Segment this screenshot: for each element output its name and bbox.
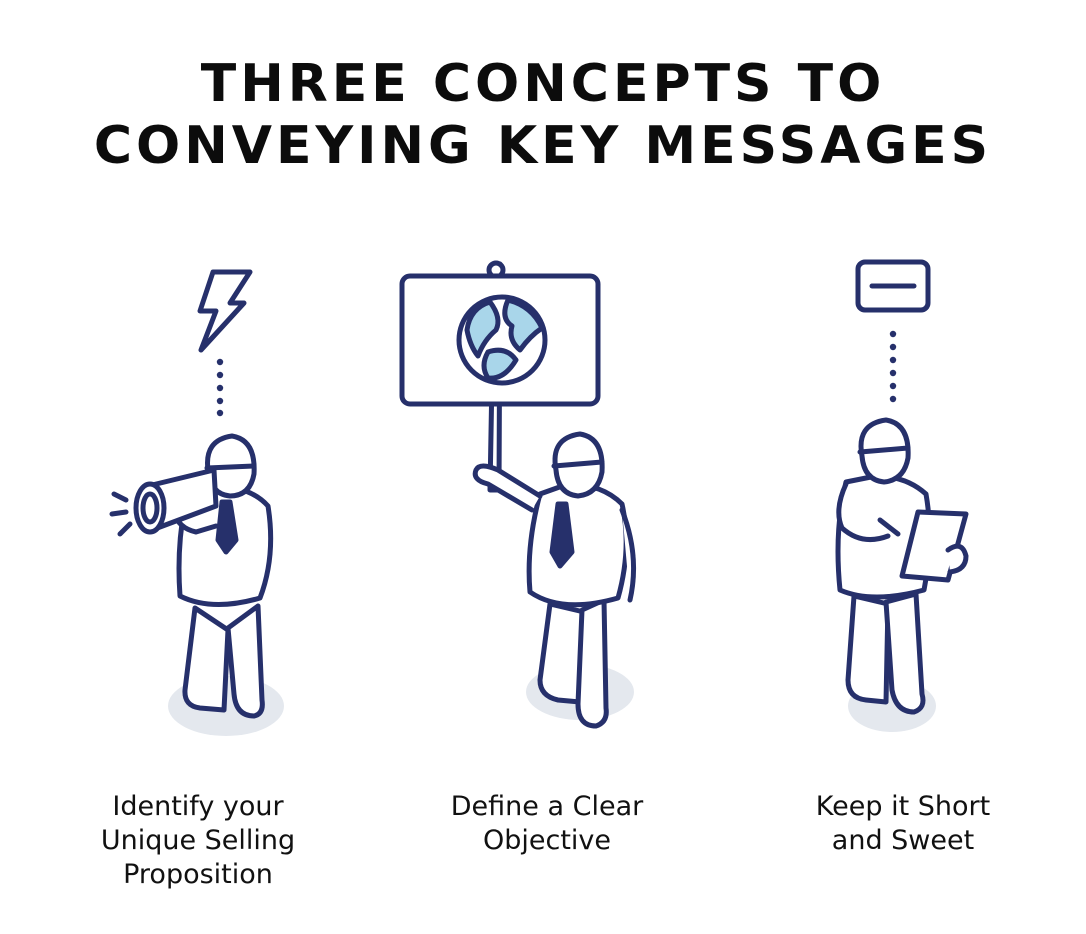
caption-line: and Sweet	[831, 825, 975, 856]
concept-1-group	[109, 269, 284, 736]
globe-sign-icon	[456, 294, 548, 386]
title-line-1: THREE CONCEPTS TO	[200, 53, 886, 114]
concept-2-group	[399, 260, 637, 729]
caption-line: Proposition	[123, 859, 273, 890]
person-with-megaphone	[109, 433, 274, 719]
lightning-bolt-icon	[197, 269, 253, 353]
dotted-connector-3	[889, 330, 897, 403]
concept-3-caption: Keep it Short and Sweet	[763, 790, 1043, 858]
concept-1-caption: Identify your Unique Selling Proposition	[58, 790, 338, 892]
person-holding-sign	[472, 431, 637, 729]
caption-line: Define a Clear	[450, 791, 644, 822]
person-with-clipboard	[835, 417, 969, 715]
caption-line: Objective	[482, 825, 612, 856]
caption-line: Keep it Short	[815, 791, 991, 822]
dotted-connector-1	[216, 358, 224, 417]
caption-line: Identify your	[112, 791, 284, 822]
concept-2-caption: Define a Clear Objective	[407, 790, 687, 858]
page-title: THREE CONCEPTS TO CONVEYING KEY MESSAGES	[0, 53, 1086, 177]
caption-line: Unique Selling	[100, 825, 296, 856]
concept-3-group	[835, 259, 969, 732]
title-line-2: CONVEYING KEY MESSAGES	[93, 115, 993, 176]
